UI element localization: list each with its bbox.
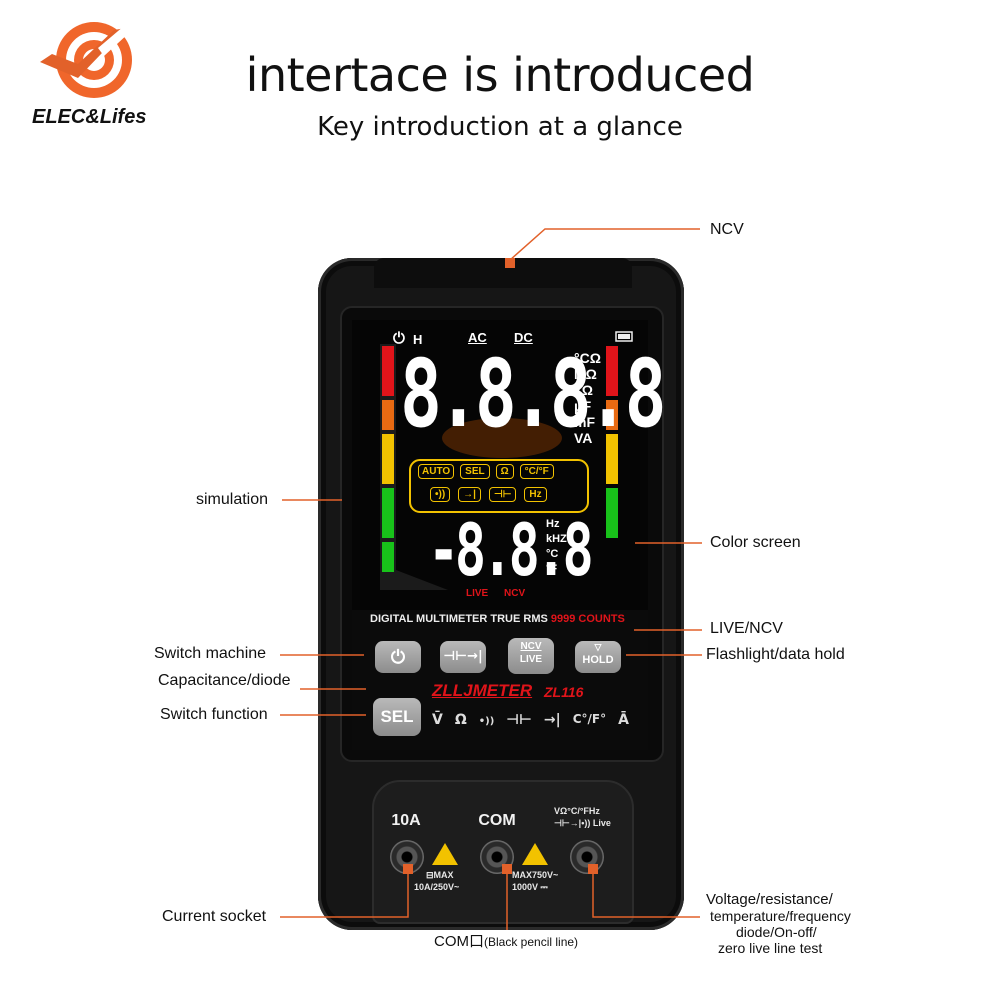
cap-diode-button[interactable]: ⊣⊢→|	[440, 641, 486, 673]
mode-chip-ohm: Ω	[495, 464, 514, 479]
mode-chip-diode: →|	[458, 487, 481, 502]
callout-voltage-line: diode/On-off/	[736, 924, 817, 940]
unit-line: mF	[574, 414, 595, 430]
ncv-button-label: NCV	[520, 641, 542, 652]
mode-temperature-icon: C°/F°	[572, 712, 607, 726]
callout-voltage-line: zero live line test	[718, 940, 823, 956]
voltage-rating-2: 1000V ⎓	[512, 882, 548, 892]
ncv-live-button[interactable]: NCV LIVE	[508, 638, 554, 674]
jack-label-v-1: VΩ°C/°FHz	[554, 806, 600, 816]
ncv-sensor-top	[374, 258, 632, 288]
callout-live-ncv: LIVE/NCV	[710, 620, 783, 637]
current-rating-2: 10A/250V~	[414, 882, 460, 892]
callout-com: COM口(Black pencil line)	[434, 930, 578, 951]
live-button-label: LIVE	[519, 654, 543, 665]
sub-unit-line: °F	[546, 563, 558, 575]
unit-line: °CΩ	[574, 350, 601, 366]
mode-voltage-icon: V̄	[432, 712, 443, 728]
main-units: °CΩ MΩ kΩ μF mF VA	[574, 350, 601, 446]
callout-current-socket: Current socket	[162, 908, 267, 925]
dc-indicator: DC	[514, 330, 533, 345]
sub-unit-line: Hz	[546, 518, 560, 530]
brand-logo	[38, 18, 138, 108]
callout-com-note: (Black pencil line)	[484, 935, 579, 949]
maker-logo: ZLLJMETER	[432, 681, 533, 700]
model-name: ZL116	[544, 684, 584, 700]
footer-text: DIGITAL MULTIMETER TRUE RMS	[370, 613, 548, 625]
main-reading: 8.8.8.8	[400, 340, 667, 449]
sub-units: Hz kHZ °C °F	[546, 517, 567, 577]
page-title: intertace is introduced	[245, 48, 755, 102]
callout-cap-diode: Capacitance/diode	[158, 672, 291, 689]
mode-chip-continuity: •))	[430, 487, 451, 502]
mode-row-2: •)) →| ⊣⊢ Hz	[430, 487, 547, 502]
callout-flashlight: Flashlight/data hold	[706, 646, 845, 663]
callout-com-main: COM口	[434, 933, 484, 950]
unit-line: VA	[574, 430, 593, 446]
ac-indicator: AC	[468, 330, 487, 345]
warning-icon	[522, 843, 548, 865]
callout-color-screen: Color screen	[710, 534, 801, 551]
callout-voltage-line: temperature/frequency	[710, 908, 851, 924]
callout-voltage-line: Voltage/resistance/	[706, 891, 833, 908]
mode-chip-temp: °C/°F	[519, 464, 554, 479]
jack-label-com: COM	[478, 812, 516, 829]
power-state-icon: ⏻	[393, 330, 405, 347]
callout-simulation: simulation	[196, 491, 269, 508]
mode-capacitance-icon: ⊣⊢	[506, 712, 532, 728]
select-button[interactable]: SEL	[373, 698, 421, 736]
mode-chip-capacitance: ⊣⊢	[488, 487, 517, 502]
ncv-marker	[505, 258, 515, 268]
screen-footer: DIGITAL MULTIMETER TRUE RMS 9999 COUNTS	[370, 613, 625, 625]
screen-graphics	[380, 331, 633, 590]
ncv-indicator: NCV	[504, 588, 526, 599]
live-indicator: LIVE	[466, 588, 489, 599]
power-button[interactable]: ⏻	[375, 641, 421, 673]
callout-voltage: Voltage/resistance/ temperature/frequenc…	[706, 891, 866, 957]
mode-icon-row: V̄ Ω •)) ⊣⊢ →| C°/F° Ā	[432, 712, 629, 732]
mode-chip-hz: Hz	[524, 487, 547, 502]
voltage-rating-1: MAX750V~	[512, 870, 559, 880]
mode-diode-icon: →|	[543, 712, 561, 728]
hold-button-label: HOLD	[582, 654, 614, 666]
power-icon: ⏻	[390, 647, 406, 667]
mode-ohm-icon: Ω	[454, 712, 467, 728]
hold-flashlight-button[interactable]: ▽ HOLD	[575, 641, 621, 673]
current-rating-1: ⊟MAX	[426, 870, 454, 880]
mode-chip-sel: SEL	[460, 464, 490, 479]
jack-label-v-2: ⊣⊢→|•)) Live	[554, 818, 611, 828]
sub-unit-line: °C	[546, 548, 559, 560]
flashlight-icon: ▽	[594, 642, 602, 652]
callout-switch-function: Switch function	[160, 706, 268, 723]
mode-chip-auto: AUTO	[418, 464, 455, 479]
warning-icon	[432, 843, 458, 865]
mode-row-1: AUTO SEL Ω °C/°F	[418, 464, 554, 479]
mode-continuity-icon: •))	[478, 716, 495, 727]
unit-line: μF	[574, 398, 592, 414]
color-screen	[352, 320, 648, 610]
unit-line: kΩ	[574, 382, 594, 398]
footer-counts: 9999 COUNTS	[550, 613, 625, 625]
sub-reading: -8.8.8	[428, 508, 594, 592]
jack-label-10a: 10A	[391, 812, 421, 829]
callout-switch-machine: Switch machine	[154, 645, 267, 662]
voltage-socket[interactable]	[570, 840, 604, 874]
callout-ncv: NCV	[710, 221, 744, 238]
brand-name: ELEC&Lifes	[32, 106, 147, 128]
sub-unit-line: kHZ	[546, 533, 567, 545]
page-subtitle: Key introduction at a glance	[317, 112, 683, 142]
logo-mark-icon	[40, 22, 132, 98]
hold-indicator: H	[413, 332, 423, 347]
unit-line: MΩ	[574, 366, 597, 382]
mode-current-icon: Ā	[618, 712, 629, 728]
